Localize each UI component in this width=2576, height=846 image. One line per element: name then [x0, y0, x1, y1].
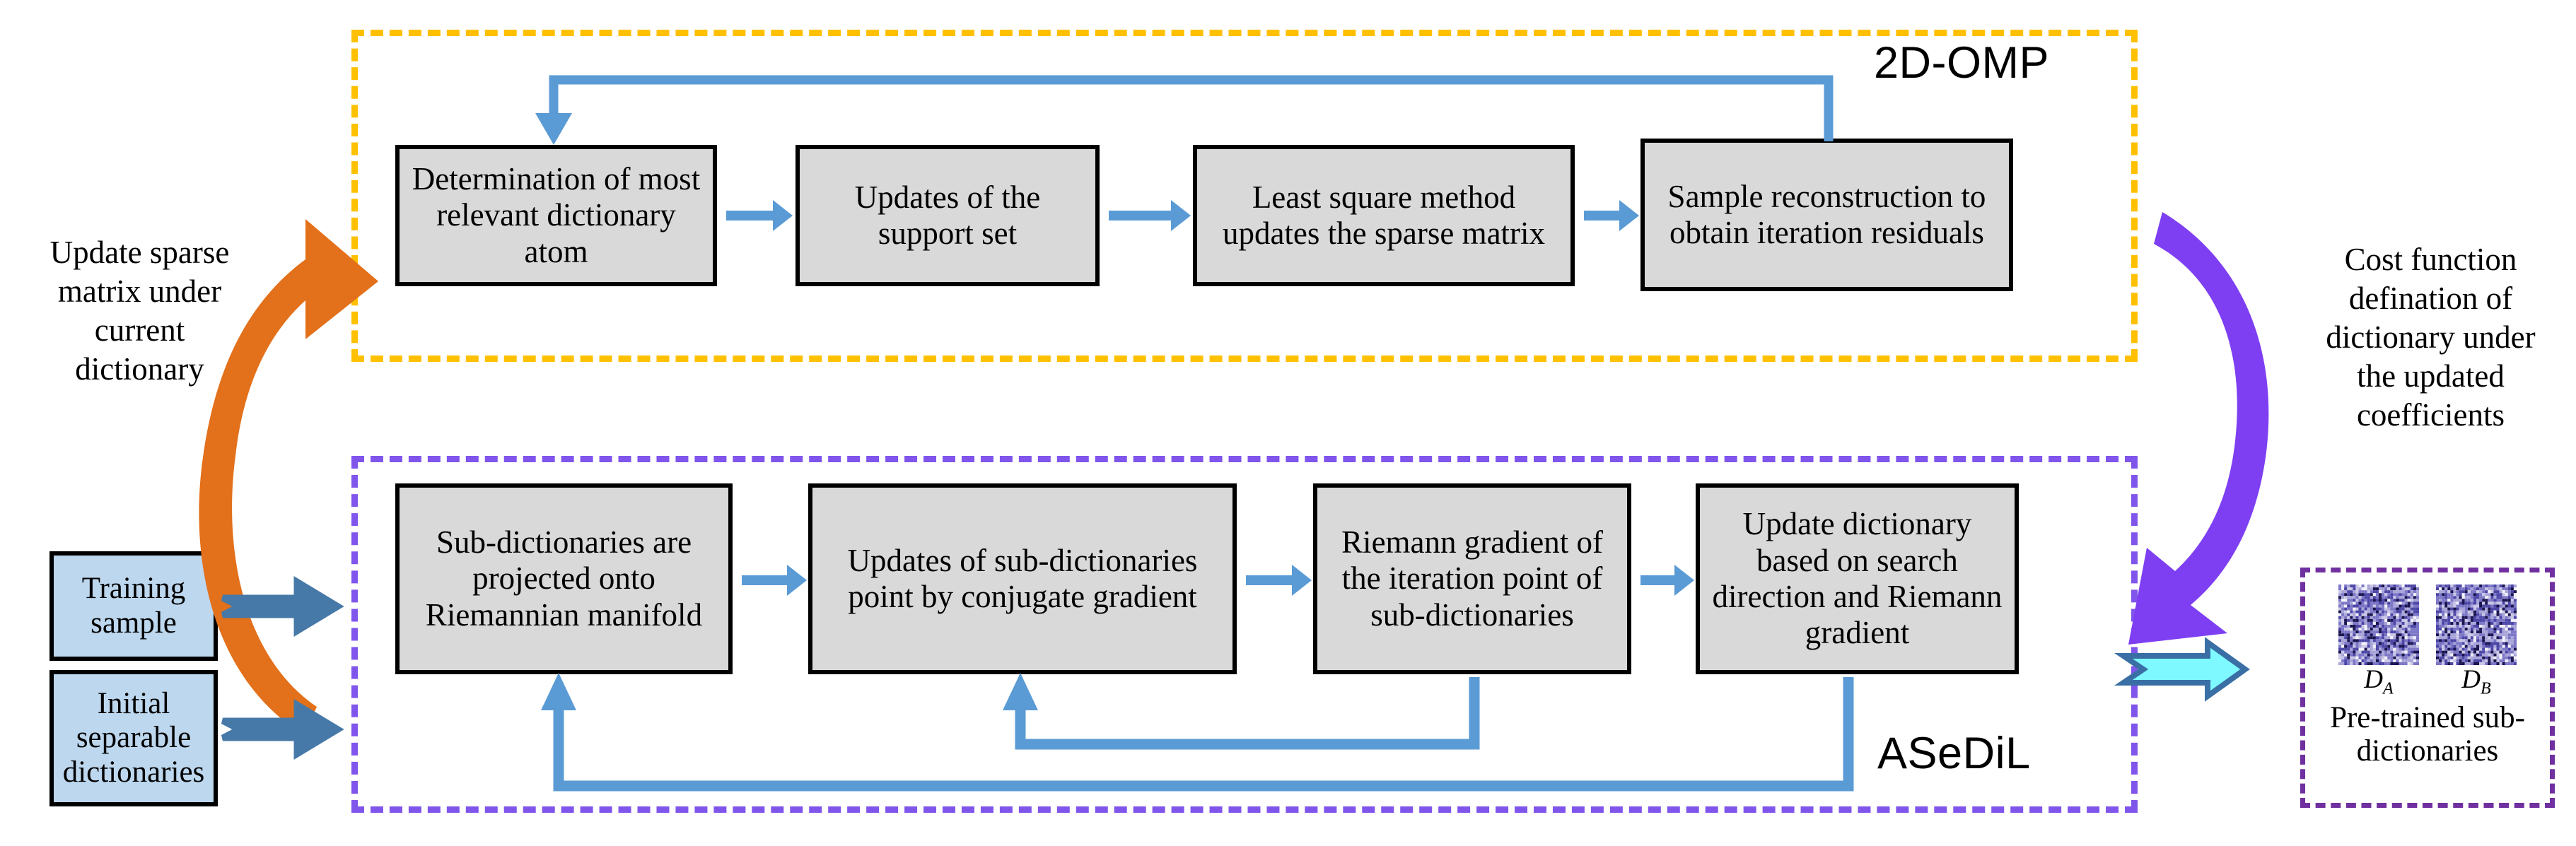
step-box-label: Riemann gradient of the iteration point …	[1341, 524, 1603, 633]
dictionary-thumbnails: DA DB	[2305, 584, 2550, 697]
curved-arrow-purple-cost-function	[2128, 212, 2269, 645]
noise-texture-icon	[2436, 584, 2517, 665]
step-box-conjugate-gradient[interactable]: Updates of sub-dictionaries point by con…	[808, 483, 1237, 674]
block-arrow-training-sample	[221, 576, 344, 637]
arrow-b2-to-b3	[1109, 200, 1191, 231]
arrow-c2-to-c3	[1246, 565, 1312, 596]
step-box-determination[interactable]: Determination of most relevant dictionar…	[395, 145, 717, 286]
panel-pretrained-subdictionaries: DA DB Pre-trained sub-dictionaries	[2300, 568, 2555, 808]
dictionary-label-da: DA	[2364, 665, 2394, 698]
input-box-training-sample[interactable]: Training sample	[49, 551, 218, 661]
panel-2d-omp	[351, 30, 2138, 362]
step-box-label: Updates of sub-dictionaries point by con…	[847, 542, 1198, 614]
label-update-sparse-matrix: Update sparse matrix under current dicti…	[49, 235, 230, 387]
block-arrow-cyan-output	[2114, 637, 2250, 702]
dictionary-label-db: DB	[2461, 665, 2491, 698]
dictionary-db: DB	[2436, 584, 2517, 697]
step-box-label: Updates of the support set	[854, 179, 1041, 251]
dictionary-da: DA	[2338, 584, 2419, 697]
arrow-c1-to-c2	[742, 565, 807, 596]
arrow-b1-to-b2	[726, 200, 793, 231]
step-box-riemann-gradient[interactable]: Riemann gradient of the iteration point …	[1313, 483, 1631, 674]
noise-texture-icon	[2338, 584, 2419, 665]
step-box-label: Sample reconstruction to obtain iteratio…	[1667, 178, 1986, 250]
panel-title-asedil: ASeDiL	[1877, 729, 2031, 778]
step-box-label: Least square method updates the sparse m…	[1222, 179, 1546, 251]
step-box-support-set[interactable]: Updates of the support set	[795, 145, 1100, 286]
step-box-label: Determination of most relevant dictionar…	[412, 161, 701, 269]
pretrained-caption: Pre-trained sub-dictionaries	[2330, 701, 2525, 768]
input-box-label: Initial separable dictionaries	[62, 687, 205, 789]
step-box-riemannian-projection[interactable]: Sub-dictionaries are projected onto Riem…	[395, 483, 733, 674]
step-box-update-dictionary[interactable]: Update dictionary based on search direct…	[1696, 483, 2019, 674]
arrow-c3-to-c4	[1640, 565, 1694, 596]
step-box-label: Update dictionary based on search direct…	[1712, 506, 2003, 651]
block-arrow-initial-dictionaries	[221, 699, 344, 760]
panel-title-2d-omp: 2D-OMP	[1874, 38, 2050, 88]
input-box-label: Training sample	[81, 572, 186, 640]
step-box-sample-reconstruction[interactable]: Sample reconstruction to obtain iteratio…	[1640, 139, 2013, 291]
label-cost-function: Cost function defination of dictionary u…	[2326, 242, 2536, 433]
arrow-b3-to-b4	[1584, 200, 1639, 231]
step-box-label: Sub-dictionaries are projected onto Riem…	[425, 524, 703, 633]
input-box-initial-dictionaries[interactable]: Initial separable dictionaries	[49, 670, 218, 806]
step-box-least-square[interactable]: Least square method updates the sparse m…	[1193, 145, 1575, 286]
